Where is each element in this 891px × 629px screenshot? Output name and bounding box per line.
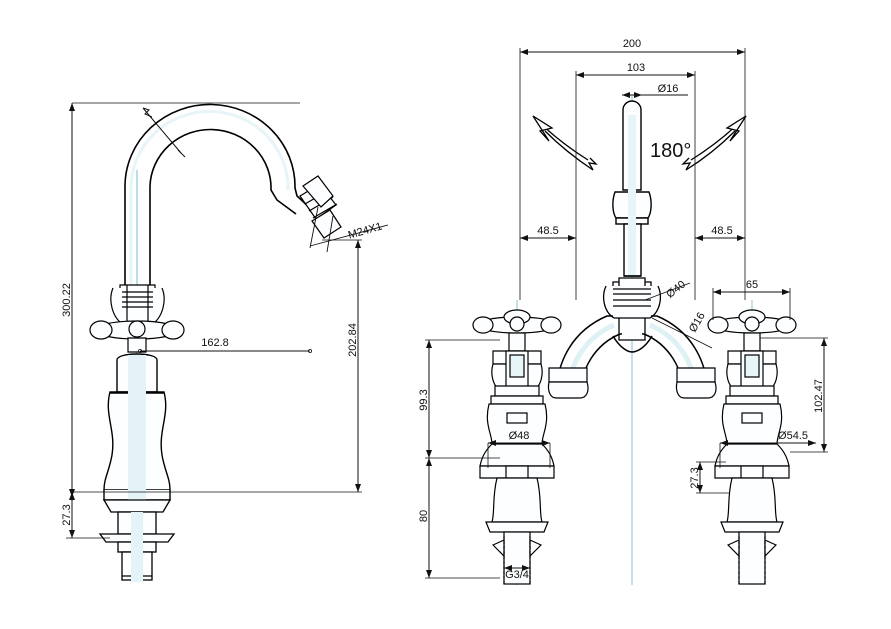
dimension-overall-height-label: 300.22 [61, 283, 73, 317]
dimension-spout-reach-label: 162.8 [201, 337, 229, 349]
side-spout-tint [129, 110, 290, 290]
dimension-handle-span: 65 [712, 279, 791, 320]
dimension-right-handle-height-label: 102.47 [813, 379, 825, 413]
side-arc-leader [142, 107, 186, 158]
dimension-base-diameter: Ø48 [487, 430, 551, 468]
dimension-swivel-angle-label: 180° [650, 140, 691, 162]
dimension-offset-right-label: 48.5 [711, 225, 732, 237]
side-neck-collar [110, 284, 165, 326]
front-right-valve [707, 309, 797, 585]
dimension-inlet-thread: G3/4 [504, 565, 530, 581]
dimension-overall-width: 200 [519, 38, 746, 300]
side-cross-handle [89, 320, 185, 353]
front-elbow-collars [547, 367, 717, 399]
swivel-arrow-right [681, 115, 747, 171]
dimension-right-plinth-label: 27.3 [689, 467, 701, 488]
dimension-inlet-thread-label: G3/4 [505, 569, 529, 581]
dimension-flange-diameter: Ø54.5 [719, 430, 816, 468]
dimension-overall-height: 300.22 [61, 102, 300, 497]
dimension-centre-span-label: 103 [627, 62, 645, 74]
dimension-right-handle-height: 102.47 [760, 337, 828, 453]
dimension-offset-left: 48.5 [520, 225, 576, 241]
dimension-centre-span: 103 [575, 62, 696, 300]
side-aerator [299, 175, 342, 239]
dimension-riser-diameter: Ø16 [622, 83, 688, 98]
dimension-plinth-height: 27.3 [61, 492, 110, 539]
front-bridge-body [603, 277, 661, 341]
side-view-group: 300.22 27.3 162.8 202.84 M24X1 [61, 102, 389, 582]
side-body-tint [128, 355, 146, 505]
dimension-offset-left-label: 48.5 [537, 225, 558, 237]
dimension-base-diameter-label: Ø48 [509, 430, 530, 442]
dimension-spout-height: 202.84 [160, 239, 362, 493]
dimension-spout-reach: 162.8 [137, 337, 313, 354]
dimension-spout-height-label: 202.84 [347, 323, 359, 357]
dimension-plinth-height-label: 27.3 [61, 504, 73, 525]
side-shank-tint [131, 512, 143, 582]
dimension-handle-height: 99.3 [418, 339, 500, 459]
dimension-tail-length: 80 [418, 458, 500, 579]
dimension-tail-length-label: 80 [418, 510, 430, 522]
dimension-right-plinth: 27.3 [689, 461, 730, 494]
swivel-arrow-left [532, 115, 598, 171]
front-riser-tint [628, 115, 636, 275]
dimension-overall-width-label: 200 [623, 38, 641, 50]
dimension-offset-right: 48.5 [695, 225, 745, 241]
dimension-handle-height-label: 99.3 [418, 389, 430, 410]
dimension-riser-diameter-label: Ø16 [658, 83, 679, 95]
front-left-valve [472, 309, 562, 585]
dimension-flange-diameter-label: Ø54.5 [778, 430, 808, 442]
dimension-handle-span-label: 65 [746, 279, 758, 291]
front-view-group: 200 103 Ø16 180° 48.5 48.5 [418, 38, 828, 585]
